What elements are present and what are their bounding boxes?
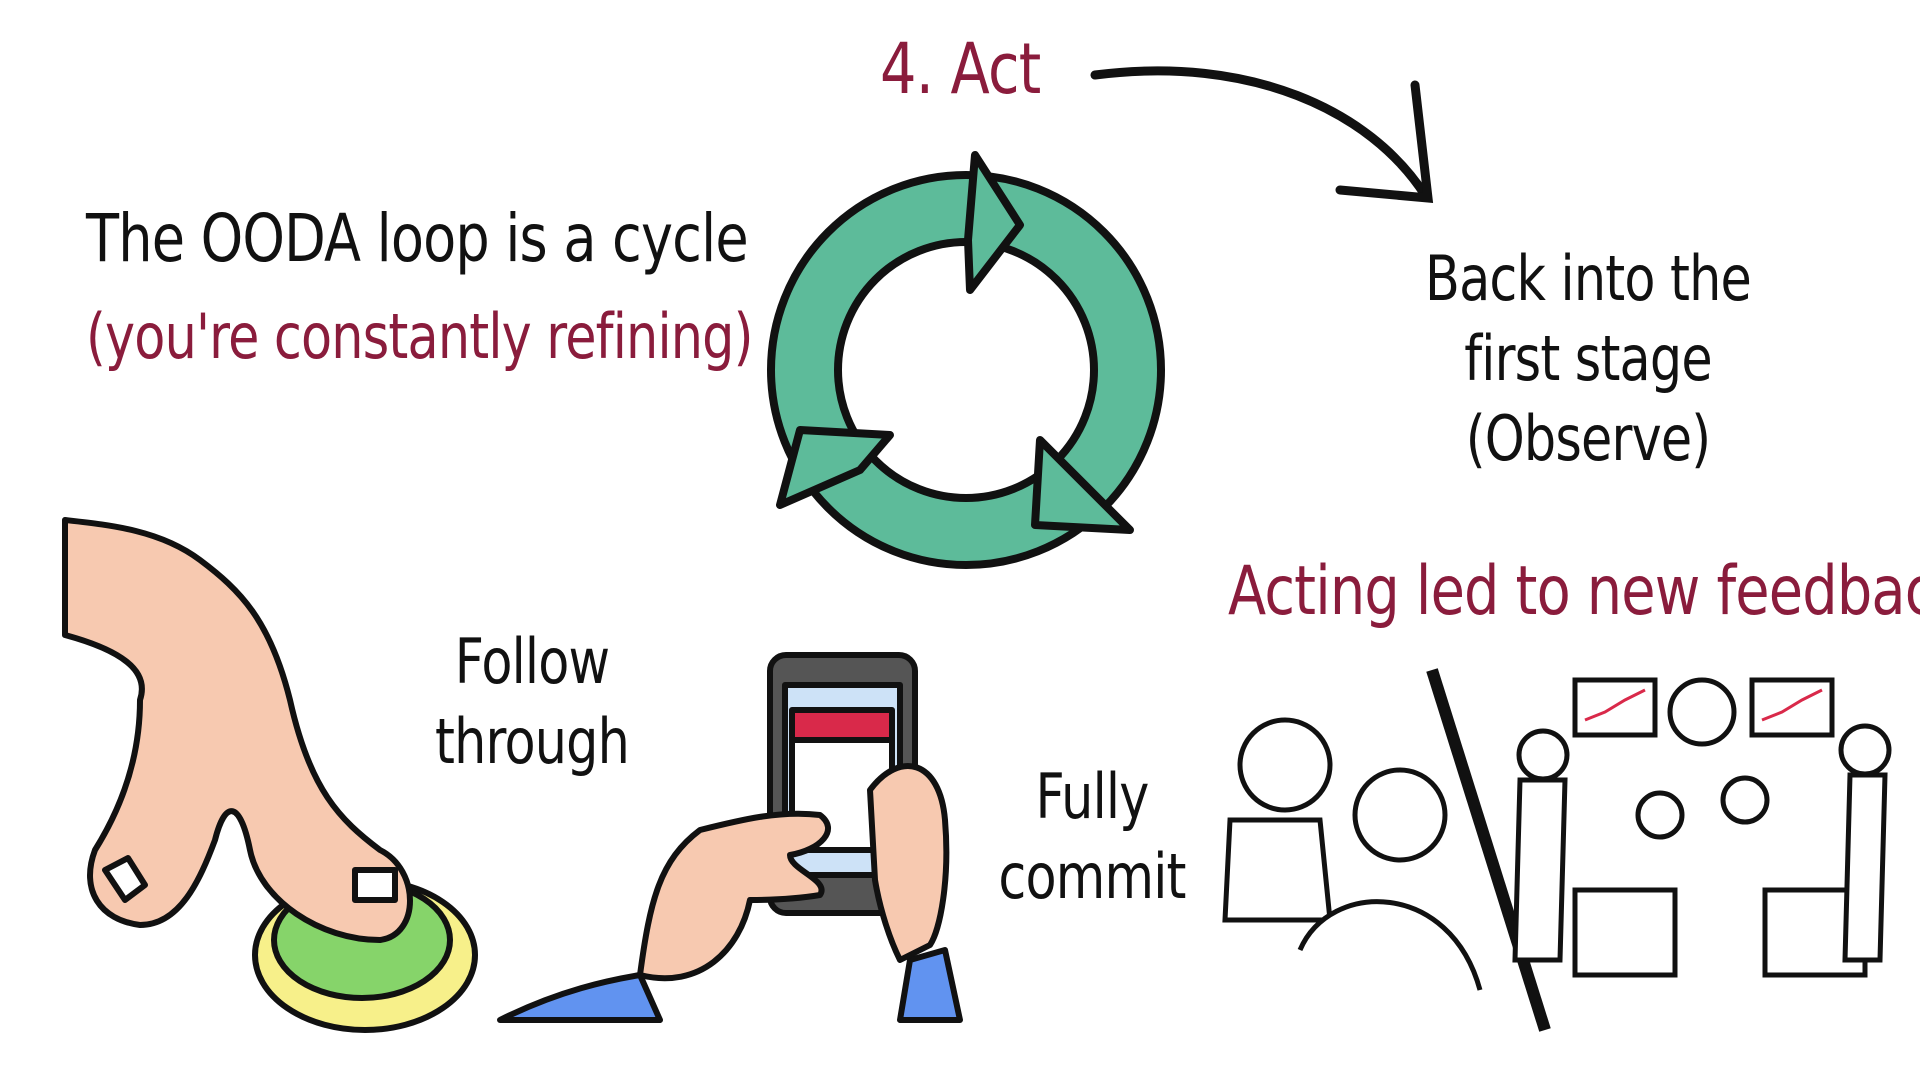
finger-button-illustration: [62, 517, 478, 1033]
fully-commit-line1: Fully: [1035, 760, 1150, 833]
back-to-observe-line2: first stage: [1464, 322, 1712, 395]
cycle-subtext: (you're constantly refining): [86, 300, 753, 373]
cycle-arrows-icon: [767, 151, 1165, 569]
feedback-caption: Acting led to new feedback: [1228, 552, 1920, 631]
follow-through-line2: through: [434, 705, 630, 778]
office-feedback-illustration: [1222, 668, 1892, 1032]
follow-through-line1: Follow: [454, 625, 610, 698]
back-to-observe-line3: (Observe): [1465, 402, 1711, 475]
phone-calendar-illustration: [497, 652, 963, 1023]
curved-arrow-icon: [1090, 66, 1434, 203]
fully-commit-line2: commit: [998, 840, 1186, 913]
step-heading: 4. Act: [880, 28, 1041, 110]
back-to-observe-line1: Back into the: [1425, 242, 1752, 315]
cycle-statement: The OODA loop is a cycle: [86, 200, 749, 277]
